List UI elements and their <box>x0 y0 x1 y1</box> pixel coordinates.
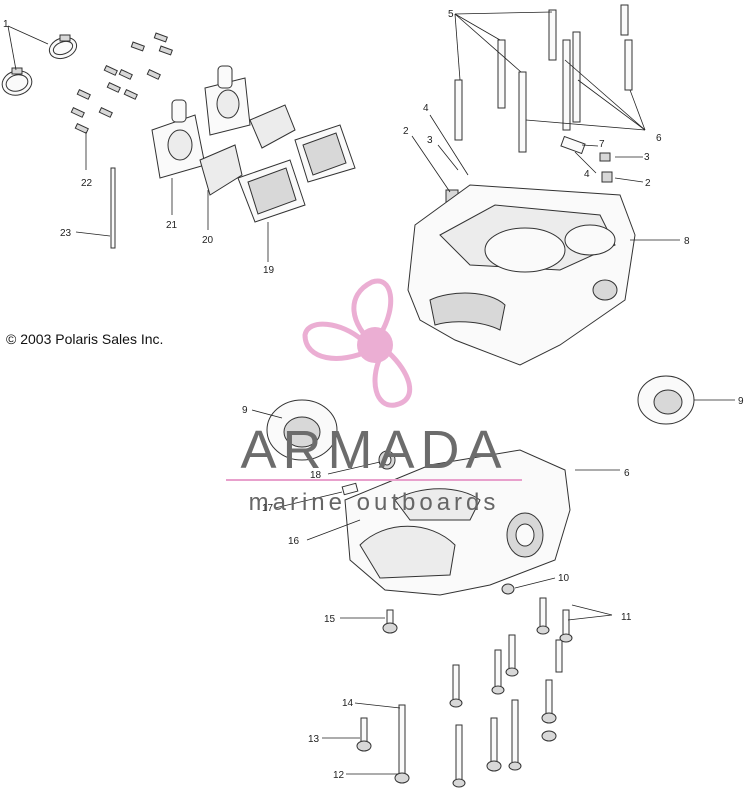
callout-15: 15 <box>324 614 336 625</box>
copyright-text: © 2003 Polaris Sales Inc. <box>6 331 163 347</box>
callout-10: 10 <box>558 573 570 584</box>
hose-clamp-part <box>1 34 78 96</box>
callout-12: 12 <box>333 770 345 781</box>
callout-21: 21 <box>166 220 178 231</box>
reed-cage-part <box>237 124 356 223</box>
lower-crankcase-part <box>344 449 571 596</box>
callout-14: 14 <box>342 698 354 709</box>
watermark-brand: ARMADA <box>240 420 507 480</box>
cylinder-stud-part <box>454 4 633 153</box>
bearing-ring-part <box>341 450 396 496</box>
callout-19: 19 <box>263 265 275 276</box>
callout-3-left: 3 <box>427 135 433 146</box>
callout-9-right: 9 <box>738 396 744 407</box>
watermark-tagline: marine outboards <box>249 489 500 516</box>
callout-2-left: 2 <box>403 126 409 137</box>
callout-6-lower: 6 <box>624 468 630 479</box>
callout-3-right: 3 <box>644 152 650 163</box>
callout-5: 5 <box>448 9 454 20</box>
rod-part <box>110 167 116 249</box>
crankcase-bolt-part <box>356 583 573 788</box>
reed-stuffer-part <box>199 104 296 196</box>
callout-17: 17 <box>262 503 274 514</box>
crank-seal-part <box>266 375 695 461</box>
callout-6-upper: 6 <box>656 133 662 144</box>
reed-adapter-part <box>151 65 251 179</box>
callout-11: 11 <box>621 612 632 623</box>
propeller-icon <box>302 278 413 408</box>
callout-7: 7 <box>599 139 605 150</box>
callout-13: 13 <box>308 734 320 745</box>
callout-18: 18 <box>310 470 322 481</box>
callout-23: 23 <box>60 228 72 239</box>
callout-20: 20 <box>202 235 214 246</box>
callout-22: 22 <box>81 178 93 189</box>
callout-2-right: 2 <box>645 178 651 189</box>
callout-16: 16 <box>288 536 300 547</box>
callout-4-right: 4 <box>584 169 590 180</box>
callout-9-left: 9 <box>242 405 248 416</box>
callout-4-left: 4 <box>423 103 429 114</box>
reed-bolts-part <box>70 32 173 134</box>
upper-crankcase-part <box>407 184 636 366</box>
callout-8: 8 <box>684 236 690 247</box>
callout-1: 1 <box>3 19 9 30</box>
